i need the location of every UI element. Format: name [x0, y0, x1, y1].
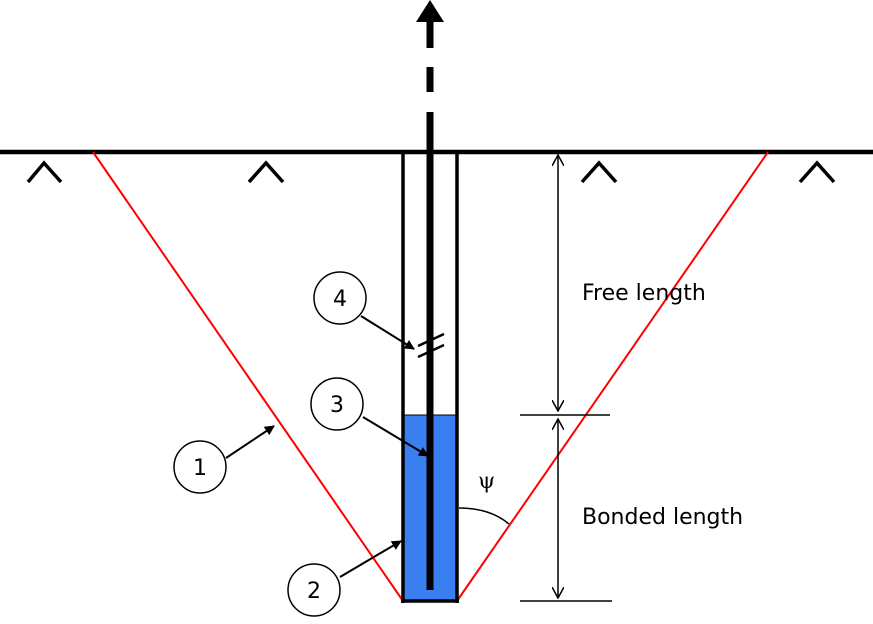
callout-1-circle	[173, 440, 227, 494]
callout-1-leader	[225, 425, 275, 459]
callout-3-circle	[310, 377, 364, 431]
sheath-break-mark-2	[417, 343, 445, 359]
callout-2-leader	[339, 540, 402, 578]
callout-1-label: 1	[193, 456, 207, 481]
bonded-length-label: Bonded length	[582, 505, 743, 530]
sheath-break-marks	[417, 332, 445, 359]
failure-cone	[92, 151, 769, 602]
dimension-lines	[520, 155, 612, 602]
callout-3-label: 3	[330, 393, 344, 418]
callout-4-leader	[360, 315, 415, 350]
borehole	[401, 152, 459, 603]
ground-hatch-symbols	[26, 160, 836, 184]
free-length-label: Free length	[582, 281, 706, 306]
callout-2: 2	[287, 540, 402, 617]
angle-psi-arc	[458, 507, 510, 525]
callout-2-label: 2	[307, 579, 321, 604]
ground-hatch-1	[26, 160, 63, 184]
callout-4: 4	[313, 271, 415, 350]
angle-psi-label: ψ	[478, 469, 495, 494]
ground-hatch-4	[798, 160, 836, 184]
pull-arrow-icon	[416, 0, 444, 22]
callout-4-label: 4	[333, 287, 347, 312]
callout-3: 3	[310, 377, 429, 457]
failure-cone-left-edge	[92, 151, 404, 602]
callout-3-leader	[362, 416, 429, 457]
ground-hatch-2	[247, 160, 285, 184]
callout-1: 1	[173, 425, 275, 494]
failure-cone-right-edge	[456, 151, 769, 602]
callout-2-circle	[287, 563, 341, 617]
callout-4-circle	[313, 271, 367, 325]
sheath-break-mark-1	[417, 332, 445, 348]
ground-hatch-3	[580, 160, 618, 184]
